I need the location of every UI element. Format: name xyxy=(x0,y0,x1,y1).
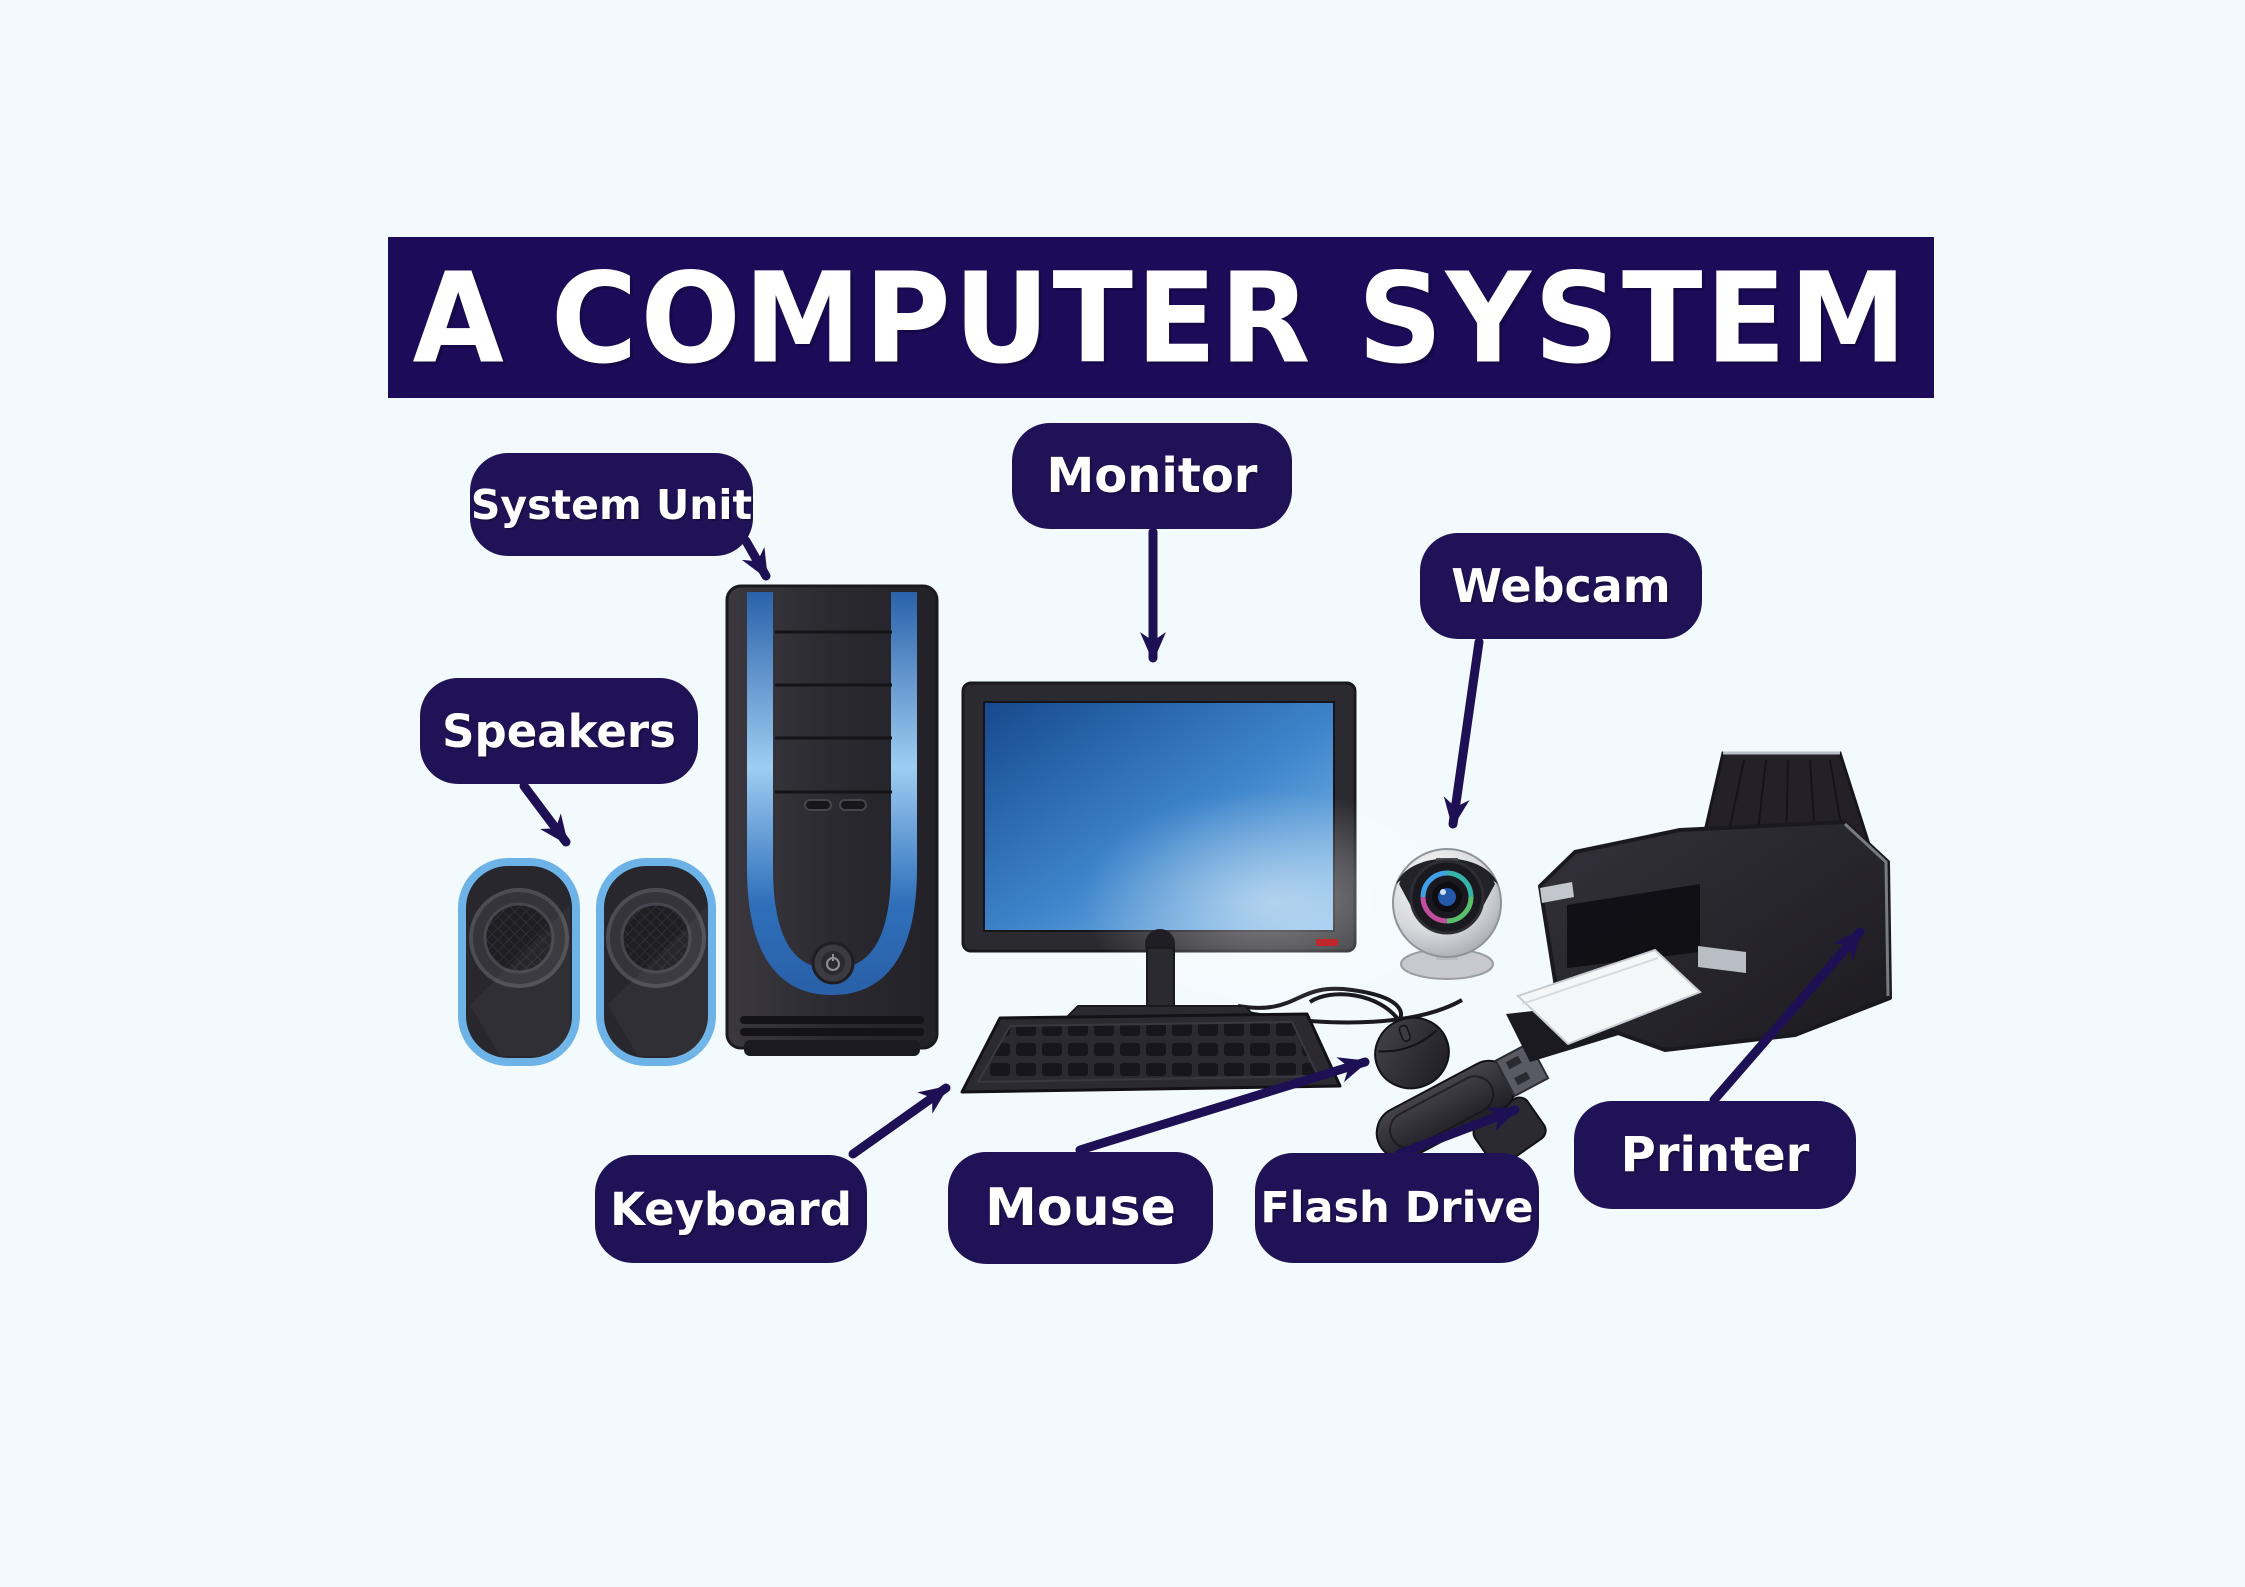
label-monitor: Monitor xyxy=(1012,423,1292,529)
system-unit-illustration xyxy=(725,584,939,1056)
label-system-unit: System Unit xyxy=(470,453,753,556)
arrow-speakers xyxy=(519,781,571,847)
label-printer-text: Printer xyxy=(1620,1127,1810,1183)
label-monitor-text: Monitor xyxy=(1046,448,1258,504)
label-printer: Printer xyxy=(1574,1101,1856,1209)
webcam-illustration xyxy=(1392,848,1502,980)
label-speakers-text: Speakers xyxy=(442,704,676,758)
arrow-mouse xyxy=(1075,1057,1370,1155)
label-keyboard-text: Keyboard xyxy=(610,1182,852,1236)
mouse-illustration xyxy=(1308,992,1450,1090)
arrows xyxy=(519,527,1865,1159)
label-speakers: Speakers xyxy=(420,678,698,784)
label-webcam: Webcam xyxy=(1420,533,1702,639)
arrow-keyboard xyxy=(848,1083,951,1159)
arrow-printer xyxy=(1709,927,1865,1105)
title-banner: A COMPUTER SYSTEM xyxy=(388,237,1934,398)
label-webcam-text: Webcam xyxy=(1451,559,1671,613)
speakers-illustration xyxy=(458,858,716,1066)
arrow-flash-drive xyxy=(1394,1105,1520,1159)
label-mouse: Mouse xyxy=(948,1152,1213,1264)
page-title: A COMPUTER SYSTEM xyxy=(412,244,1910,391)
label-keyboard: Keyboard xyxy=(595,1155,867,1263)
printer-illustration xyxy=(1506,751,1892,1062)
arrow-system-unit xyxy=(741,536,771,581)
label-system-unit-text: System Unit xyxy=(470,480,753,529)
label-mouse-text: Mouse xyxy=(985,1178,1176,1238)
arrow-webcam xyxy=(1443,637,1484,829)
label-flash-drive-text: Flash Drive xyxy=(1260,1183,1534,1233)
label-flash-drive: Flash Drive xyxy=(1255,1153,1539,1263)
keyboard-illustration xyxy=(960,1012,1342,1094)
monitor-illustration xyxy=(961,681,1463,1026)
